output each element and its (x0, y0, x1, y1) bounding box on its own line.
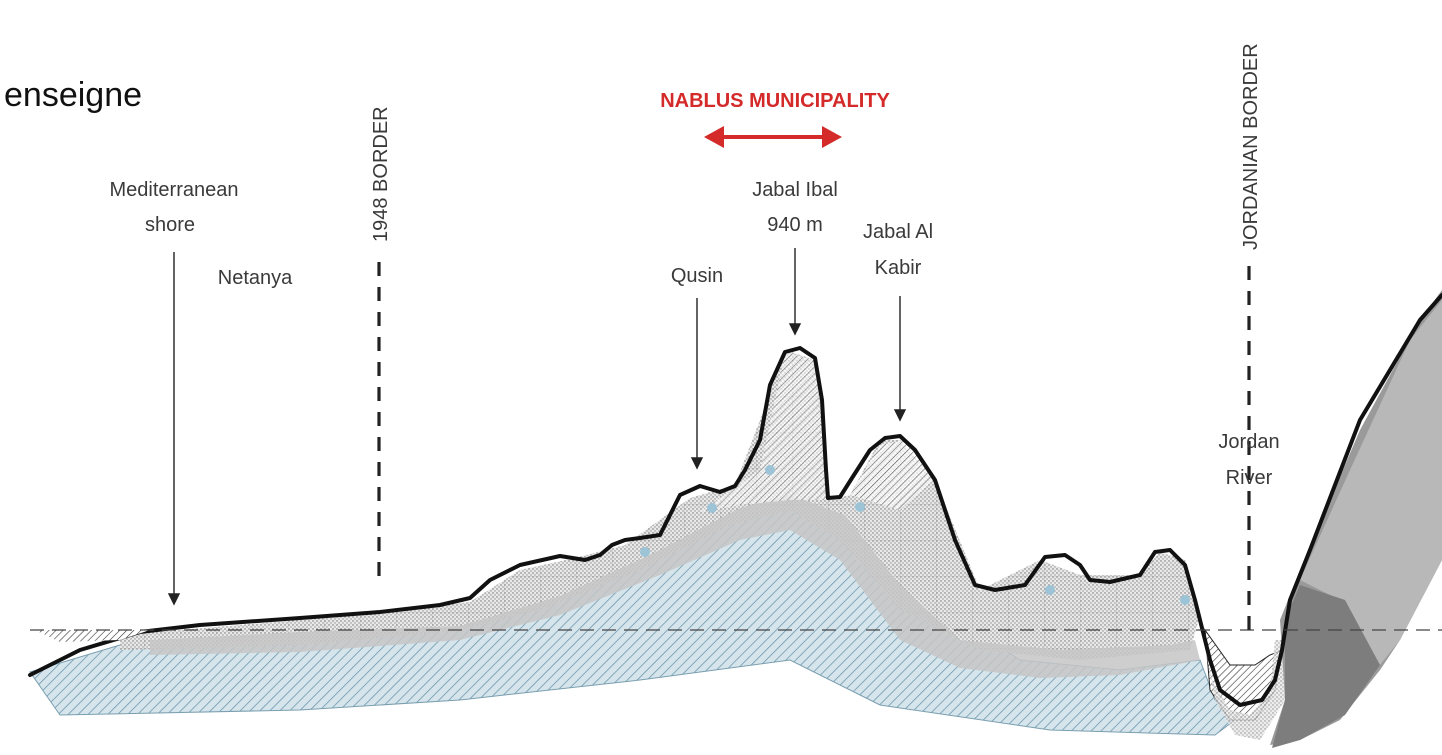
municipality-title: NABLUS MUNICIPALITY (660, 90, 890, 112)
municipality-extent-arrow (704, 126, 842, 148)
mediterranean-arrowhead (167, 593, 181, 606)
jordan-basin-dots (1200, 620, 1290, 740)
water-marker (855, 502, 865, 512)
eastern-slope-dark (1272, 585, 1380, 748)
eastern-slope-light (1300, 300, 1442, 665)
limestone-band (150, 495, 1200, 678)
jabal-ibal-arrowhead (788, 323, 802, 336)
water-marker (640, 547, 650, 557)
qusin-arrowhead (690, 457, 704, 470)
netanya-label: Netanya (218, 267, 293, 289)
border-1948-label: 1948 BORDER (370, 106, 392, 242)
sea-surface-hatch (35, 630, 150, 642)
jabal-al-kabir-arrowhead (893, 409, 907, 422)
jordanian-border-label: JORDANIAN BORDER (1240, 43, 1262, 250)
kabir-hatch (850, 440, 935, 510)
jordan-river-label-line1: Jordan (1218, 431, 1279, 453)
corner-text: enseigne (4, 76, 142, 114)
water-marker (765, 465, 775, 475)
water-marker (1045, 585, 1055, 595)
jordan-river-label-line2: River (1226, 467, 1273, 489)
terrain-profile (28, 293, 1442, 707)
mediterranean-label-line1: Mediterranean (110, 179, 239, 201)
jabal-al-kabir-label-line1: Jabal Al (863, 221, 933, 243)
water-marker (1180, 595, 1190, 605)
jabal-ibal-label-line1: Jabal Ibal (752, 179, 838, 201)
rock-layer (120, 350, 1200, 660)
jabal-al-kabir-label-line2: Kabir (875, 257, 922, 279)
qusin-label: Qusin (671, 265, 723, 287)
mediterranean-label-line2: shore (145, 214, 195, 236)
jabal-ibal-label-line2: 940 m (767, 214, 823, 236)
peak-hatch (700, 352, 826, 512)
water-marker (707, 503, 717, 513)
